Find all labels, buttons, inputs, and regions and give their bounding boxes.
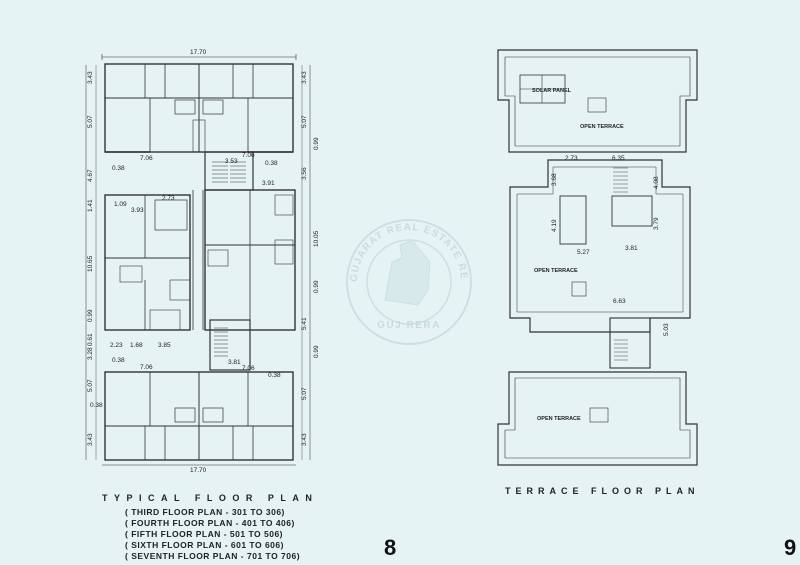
terrace-labels: SOLAR PANEL OPEN TERRACE OPEN TERRACE OP…: [532, 88, 624, 422]
dim-inner: 7.06: [140, 364, 153, 371]
dim-left: 0.61: [87, 333, 94, 346]
dim-inner: 0.38: [268, 372, 281, 379]
dim-right: 0.99: [313, 280, 320, 293]
dim-right: 0.99: [313, 345, 320, 358]
dim-inner: 3.91: [262, 180, 275, 187]
terrace-dim: 6.35: [612, 155, 625, 162]
solar-panel-label: SOLAR PANEL: [532, 88, 572, 94]
dim-right: 5.07: [301, 387, 308, 400]
typical-plan-subtitle: ( THIRD FLOOR PLAN - 301 TO 306): [125, 507, 285, 517]
typical-plan-subtitle: ( FIFTH FLOOR PLAN - 501 TO 506): [125, 529, 283, 539]
dim-top-width: 17.70: [190, 49, 207, 56]
terrace-floor-plan: [497, 49, 698, 466]
terrace-dim: 3.81: [625, 245, 638, 252]
dim-right: 10.05: [313, 230, 320, 247]
dim-left: 10.65: [87, 255, 94, 272]
dim-left: 0.38: [90, 402, 103, 409]
dim-right: 5.07: [301, 115, 308, 128]
open-terrace-bottom-label: OPEN TERRACE: [537, 416, 581, 422]
dim-inner: 2.23: [110, 342, 123, 349]
page-number-9: 9: [784, 535, 797, 560]
dim-inner: 3.93: [131, 207, 144, 214]
typical-plan-subtitle: ( SEVENTH FLOOR PLAN - 701 TO 706): [125, 551, 301, 561]
watermark-bottom-text: GUJ RERA: [377, 320, 441, 331]
terrace-dim: 3.68: [551, 173, 558, 186]
typical-plan-subtitle: ( FOURTH FLOOR PLAN - 401 TO 406): [125, 518, 295, 528]
dim-left: 3.43: [87, 71, 94, 84]
typical-plan-subtitle: ( SIXTH FLOOR PLAN - 601 TO 606): [125, 540, 284, 550]
open-terrace-mid-label: OPEN TERRACE: [534, 268, 578, 274]
dim-inner: 3.81: [228, 359, 241, 366]
terrace-plan-title: TERRACE FLOOR PLAN: [505, 486, 700, 496]
terrace-dim: 5.03: [663, 323, 670, 336]
dim-inner: 7.06: [140, 155, 153, 162]
dim-left: 5.07: [87, 379, 94, 392]
dim-inner: 0.38: [265, 160, 278, 167]
dim-inner: 7.06: [242, 152, 255, 159]
terrace-dim: 4.08: [653, 176, 660, 189]
open-terrace-top-label: OPEN TERRACE: [580, 124, 624, 130]
dim-inner: 3.85: [158, 342, 171, 349]
dim-inner: 1.68: [130, 342, 143, 349]
dim-left: 3.43: [87, 433, 94, 446]
dim-inner: 3.53: [225, 158, 238, 165]
watermark-ring-text: GUJARAT REAL ESTATE REGULATORY AUTHORITY: [0, 0, 469, 282]
dim-inner: 1.09: [114, 201, 127, 208]
dim-inner: 2.73: [162, 195, 175, 202]
typical-plan-title: TYPICAL FLOOR PLAN: [102, 493, 319, 503]
dim-right: 0.99: [313, 137, 320, 150]
dim-left: 1.41: [87, 199, 94, 212]
rera-watermark: GUJARAT REAL ESTATE REGULATORY AUTHORITY…: [0, 0, 472, 345]
terrace-dimensions: 2.73 6.35 3.68 4.08 4.19 5.27 3.81 3.79 …: [551, 155, 670, 336]
dim-left: 4.67: [87, 169, 94, 182]
dim-bottom-width: 17.70: [190, 467, 207, 474]
typical-floor-plan: [85, 54, 311, 466]
dim-right: 3.56: [301, 167, 308, 180]
dim-inner: 7.06: [242, 365, 255, 372]
dim-left: 3.28: [87, 347, 94, 360]
dim-left: 5.07: [87, 115, 94, 128]
dim-right: 3.43: [301, 433, 308, 446]
dim-right: 3.43: [301, 71, 308, 84]
terrace-dim: 3.79: [653, 217, 660, 230]
page-number-8: 8: [384, 535, 397, 560]
terrace-dim: 4.19: [551, 219, 558, 232]
dim-inner: 0.38: [112, 357, 125, 364]
dim-right: 5.41: [301, 317, 308, 330]
terrace-dim: 2.73: [565, 155, 578, 162]
typical-dimensions: 17.70 17.70 3.43 5.07 4.67 1.41 10.65 0.…: [87, 49, 320, 474]
terrace-dim: 6.63: [613, 298, 626, 305]
terrace-dim: 5.27: [577, 249, 590, 256]
dim-inner: 0.38: [112, 165, 125, 172]
dim-left: 0.99: [87, 309, 94, 322]
